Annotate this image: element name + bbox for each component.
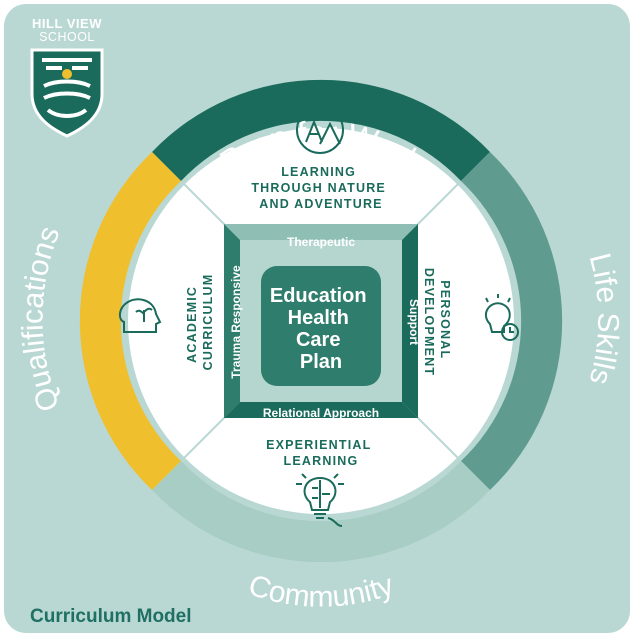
svg-text:EXPERIENTIAL LEARNING: EXPERIENTIAL LEARNING [266,438,376,468]
frame-label-bottom: Relational Approach [263,406,379,420]
svg-text:PERSONAL DEVELOPMENT: PERSONAL DEVELOPMENT [422,268,452,376]
logo-line-2: SCHOOL [39,30,95,44]
lightbulb-clock-icon [484,294,519,341]
top-quadrant-line-3: AND ADVENTURE [259,197,382,211]
ring-label-left: Qualifications [16,222,66,416]
frame-label-left: Trauma Responsive [229,265,243,379]
center-line-3: Care [296,329,340,351]
diagram-caption: Curriculum Model [30,606,192,627]
right-quadrant-line-1: PERSONAL [438,280,452,359]
school-logo: HILL VIEW SCHOOL [22,16,112,138]
svg-text:ACADEMIC CURRICULUM: ACADEMIC CURRICULUM [185,274,215,371]
logo-line-1: HILL VIEW [32,16,102,31]
left-quadrant-line-1: ACADEMIC [185,286,199,363]
right-quadrant-line-2: DEVELOPMENT [422,268,436,376]
school-crest-icon [30,48,104,138]
ring-label-bottom: Community [244,569,397,614]
top-quadrant-line-2: THROUGH NATURE [251,181,386,195]
center-line-2: Health [288,307,349,329]
brain-bulb-icon [296,473,344,527]
top-quadrant-line-1: LEARNING [281,165,356,179]
head-plant-icon [118,298,162,333]
curriculum-diagram: Prep for Work Life Skills Community Qual… [16,79,625,614]
frame-label-right: Support [407,299,421,345]
center-line-1: Education [270,285,367,307]
bottom-quadrant-line-2: LEARNING [284,454,359,468]
frame-label-top: Therapeutic [287,235,355,249]
bottom-quadrant-line-1: EXPERIENTIAL [266,438,371,452]
curriculum-card: HILL VIEW SCHOOL Prep for Work [4,4,630,633]
ring-segment-left [79,152,181,490]
center-box [261,266,381,386]
ring-segment-top [152,79,490,181]
ring-label-right: Life Skills [583,250,625,388]
svg-text:Education Health C: Education Health Care Plan [270,285,372,373]
left-quadrant-line-2: CURRICULUM [201,274,215,371]
ring-segment-bottom [152,461,490,563]
ring-segment-right [461,152,563,490]
nature-landscape-icon [296,106,344,154]
center-line-4: Plan [300,351,342,373]
svg-text:LEARNING THROUGH NATURE: LEARNING THROUGH NATURE AND ADVENTURE [251,165,390,211]
